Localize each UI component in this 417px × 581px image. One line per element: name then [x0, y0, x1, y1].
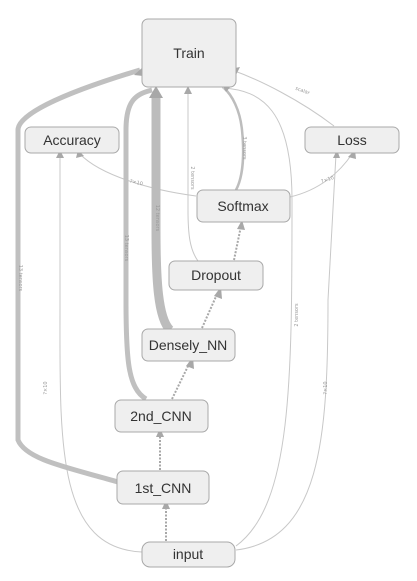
- label-softmax-train: 3 tensors: [241, 136, 247, 160]
- arrowhead-train-dropout: [184, 86, 192, 94]
- label-1st-cnn-train: 13 tensors: [17, 265, 23, 292]
- edges: [15, 67, 353, 553]
- node-loss[interactable]: Loss: [304, 126, 400, 154]
- node-dropout-label: Dropout: [191, 267, 241, 283]
- label-softmax-loss: ?×10: [320, 175, 334, 185]
- edge-input-loss: [235, 153, 337, 551]
- node-1st-cnn[interactable]: 1st_CNN: [116, 470, 210, 505]
- edge-softmax-accuracy: [79, 153, 197, 197]
- arrowhead-softmax: [237, 220, 245, 230]
- edge-dropout-softmax: [233, 225, 242, 261]
- node-loss-label: Loss: [337, 132, 367, 148]
- node-1st-cnn-box[interactable]: [116, 470, 210, 505]
- label-dropout-train: 2 tensors: [189, 166, 195, 190]
- edge-2nd-cnn-densely: [171, 361, 191, 400]
- node-dropout-box[interactable]: [168, 260, 264, 291]
- node-accuracy-box[interactable]: [24, 126, 120, 154]
- arrowhead-train-1st-cnn: [134, 67, 143, 76]
- arrowhead-accuracy-1: [56, 150, 64, 158]
- edge-densely-train: [151, 96, 174, 334]
- label-loss-train: scalar: [294, 86, 311, 97]
- label-softmax-accuracy: ?×10: [129, 179, 143, 188]
- node-softmax-label: Softmax: [217, 198, 268, 214]
- edge-dropout-train: [187, 90, 199, 262]
- node-accuracy-label: Accuracy: [43, 132, 101, 148]
- nodes: Train Accuracy Loss Softmax Dropout Dens…: [24, 18, 400, 568]
- edge-softmax-loss: [289, 153, 353, 198]
- label-2nd-cnn-train: 13 tensors: [123, 235, 129, 262]
- node-densely-nn-label: Densely_NN: [149, 337, 228, 353]
- node-softmax-box[interactable]: [196, 189, 291, 223]
- edge-densely-dropout: [201, 291, 219, 329]
- node-input-box[interactable]: [141, 541, 236, 568]
- node-1st-cnn-label: 1st_CNN: [135, 480, 192, 496]
- node-softmax[interactable]: Softmax: [196, 189, 291, 223]
- edge-softmax-train: [223, 87, 245, 191]
- label-input-loss: ?×10: [323, 381, 329, 394]
- edge-input-train: [221, 87, 293, 547]
- node-train[interactable]: Train: [141, 18, 237, 88]
- arrowhead-train-densely: [149, 86, 163, 98]
- edge-1st-cnn-train: [15, 67, 141, 485]
- node-2nd-cnn-box[interactable]: [114, 399, 209, 433]
- edge-2nd-cnn-train: [123, 87, 153, 402]
- edge-loss-train: [231, 69, 335, 127]
- node-accuracy[interactable]: Accuracy: [24, 126, 120, 154]
- node-2nd-cnn[interactable]: 2nd_CNN: [114, 399, 209, 433]
- node-densely-nn-box[interactable]: [141, 328, 236, 362]
- node-2nd-cnn-label: 2nd_CNN: [130, 408, 191, 424]
- node-input[interactable]: input: [141, 541, 236, 568]
- node-densely-nn[interactable]: Densely_NN: [141, 328, 236, 362]
- label-densely-train: 12 tensors: [154, 205, 160, 232]
- node-loss-box[interactable]: [304, 126, 400, 154]
- node-train-box[interactable]: [141, 18, 237, 88]
- label-input-train: 2 tensors: [294, 303, 300, 327]
- node-dropout[interactable]: Dropout: [168, 260, 264, 291]
- node-input-label: input: [173, 546, 203, 562]
- label-input-accuracy: ?×10: [43, 381, 49, 394]
- arrowhead-loss-1: [333, 150, 340, 158]
- node-train-label: Train: [173, 45, 204, 61]
- edge-labels: ?×10 ?×10 2 tensors scalar 3 tensors 2 t…: [17, 86, 335, 395]
